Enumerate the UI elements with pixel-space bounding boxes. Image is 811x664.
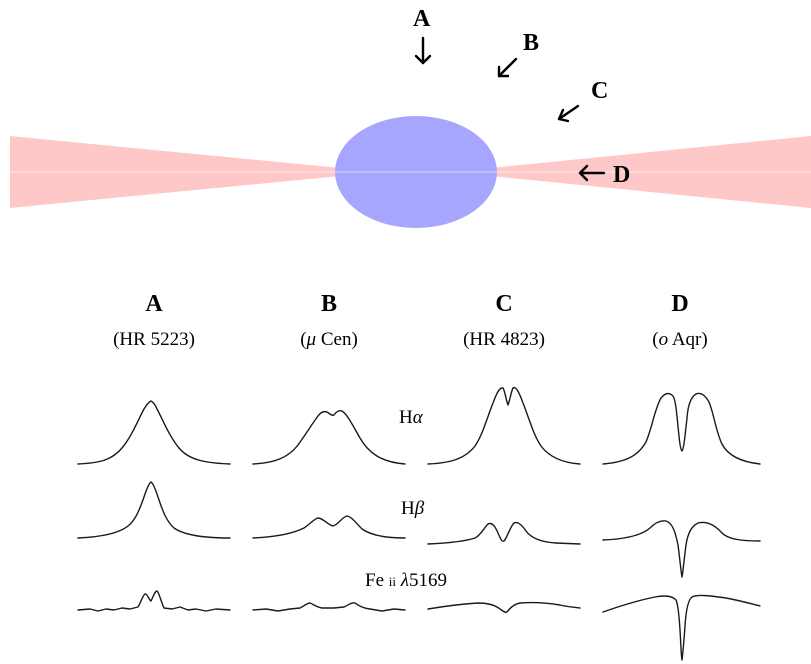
column-title: B bbox=[321, 291, 337, 317]
column-D-header: D (o Aqr) bbox=[652, 291, 707, 350]
arrow-down-left-icon bbox=[497, 57, 518, 78]
line-label-h-alpha: Hα bbox=[399, 407, 424, 428]
profile-C-fe-ii bbox=[427, 601, 581, 613]
star-name: (μ Cen) bbox=[300, 329, 358, 350]
viewpoint-A: A bbox=[413, 6, 432, 65]
star-name: (HR 4823) bbox=[463, 329, 545, 350]
star-name: (o Aqr) bbox=[652, 329, 707, 350]
star-name: (HR 5223) bbox=[113, 329, 195, 350]
column-title: D bbox=[671, 291, 688, 317]
line-label-h-beta: Hβ bbox=[401, 498, 425, 519]
profile-D-h-alpha bbox=[602, 392, 761, 465]
profile-C-h-beta bbox=[427, 521, 581, 545]
column-B-header: B (μ Cen) bbox=[300, 291, 358, 350]
viewpoint-C: C bbox=[557, 78, 608, 123]
arrow-down-icon bbox=[414, 36, 432, 65]
profile-D-fe-ii bbox=[602, 594, 761, 661]
column-C-header: C (HR 4823) bbox=[463, 291, 545, 350]
arrow-left-icon bbox=[578, 164, 606, 182]
column-A-header: A (HR 5223) bbox=[113, 291, 195, 350]
profile-C-h-alpha bbox=[427, 386, 581, 465]
column-title: C bbox=[495, 291, 512, 317]
profile-B-h-beta bbox=[252, 515, 406, 539]
viewpoint-label: A bbox=[413, 6, 431, 32]
arrow-down-left-icon bbox=[557, 104, 580, 123]
column-title: A bbox=[145, 291, 163, 317]
viewpoint-label: B bbox=[523, 30, 539, 56]
profile-D-h-beta bbox=[602, 520, 761, 578]
viewpoint-D: D bbox=[578, 162, 630, 188]
profile-B-h-alpha bbox=[252, 410, 406, 465]
profile-A-h-beta bbox=[77, 481, 231, 539]
viewpoint-label: D bbox=[613, 162, 630, 188]
line-label-fe-ii-5169: Fe ii λ5169 bbox=[365, 570, 447, 591]
star-disk-schematic bbox=[10, 116, 811, 228]
viewpoint-B: B bbox=[497, 30, 539, 78]
viewpoint-label: C bbox=[591, 78, 608, 104]
profile-B-fe-ii bbox=[252, 602, 406, 612]
profile-A-fe-ii bbox=[77, 590, 231, 612]
profile-A-h-alpha bbox=[77, 400, 231, 465]
line-profiles bbox=[77, 386, 761, 661]
